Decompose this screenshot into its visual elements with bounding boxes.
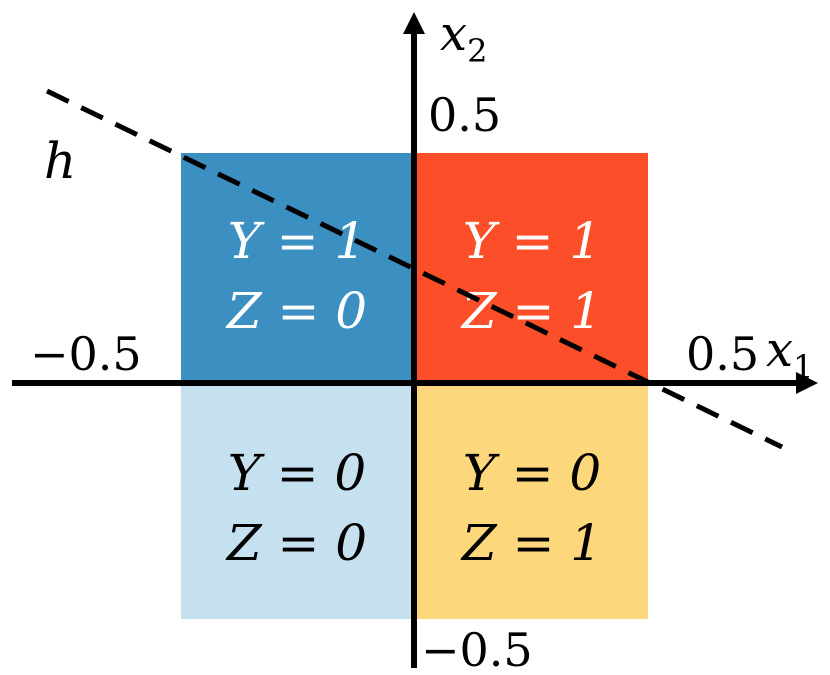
- quadrant-bottom-right-y-label: Y = 0: [463, 444, 602, 502]
- y-negative-tick-label: −0.5: [421, 623, 533, 675]
- quadrant-top-left-z-label: Z = 0: [225, 282, 367, 340]
- line-label-h: h: [44, 132, 76, 190]
- quadrant-bottom-right-z-label: Z = 1: [460, 514, 602, 572]
- y-axis-label: x2: [440, 6, 487, 70]
- quadrant-bottom-left-y-label: Y = 0: [228, 444, 367, 502]
- quadrant-top-left-y-label: Y = 1: [228, 212, 367, 270]
- quadrant-bottom-left: [181, 383, 414, 619]
- x-axis-label: x1: [766, 322, 813, 386]
- x-axis-arrowhead: [796, 372, 818, 394]
- quadrant-bottom-right: [414, 383, 648, 619]
- quadrant-top-right-y-label: Y = 1: [463, 212, 602, 270]
- x-positive-tick-label: 0.5: [686, 327, 759, 381]
- quadrant-top-right-z-label: Z = 1: [460, 282, 602, 340]
- decision-line-h: [45, 88, 784, 450]
- quadrant-top-right: [414, 153, 648, 383]
- y-axis-arrowhead: [403, 12, 425, 34]
- x-negative-tick-label: −0.5: [30, 327, 142, 381]
- y-positive-tick-label: 0.5: [428, 88, 501, 142]
- quadrant-bottom-left-z-label: Z = 0: [225, 514, 367, 572]
- quadrant-top-left: [181, 153, 414, 383]
